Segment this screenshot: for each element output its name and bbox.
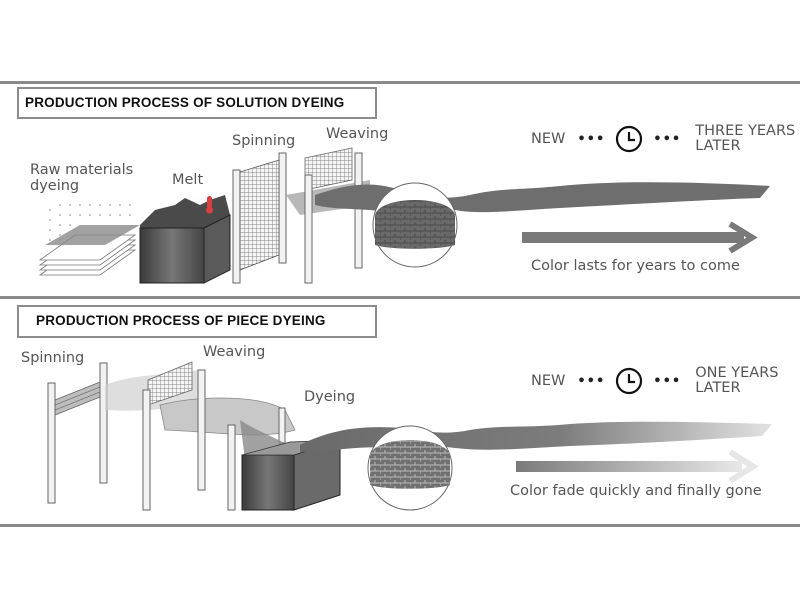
step-label-spinning: Spinning	[232, 133, 296, 149]
timeline-dots: •••	[577, 131, 606, 147]
spinning-frame	[232, 152, 287, 284]
timeline-dots: •••	[577, 373, 606, 389]
timeline-start: NEW	[531, 373, 566, 389]
timeline-piece: NEW ••• ••• ONE YEARS LATER	[531, 366, 778, 396]
timeline-end-line2: LATER	[695, 380, 741, 396]
fabric-magnifier-solution	[372, 182, 458, 268]
raw-materials-sheets	[38, 204, 140, 276]
melt-vat	[139, 195, 231, 284]
step-label-dyeing: Dyeing	[304, 389, 356, 405]
step-label-weaving: Weaving	[326, 126, 389, 142]
timeline-end: THREE YEARS LATER	[695, 124, 795, 154]
middle-divider	[0, 296, 800, 299]
timeline-start: NEW	[531, 131, 566, 147]
clock-icon	[616, 125, 643, 153]
arrow-color-lasts	[522, 221, 758, 254]
fabric-strip-piece	[300, 421, 772, 452]
top-divider	[0, 81, 800, 84]
solution-dyeing-title: PRODUCTION PROCESS OF SOLUTION DYEING	[17, 87, 377, 119]
thermometer-icon	[206, 196, 213, 214]
timeline-solution: NEW ••• ••• THREE YEARS LATER	[531, 124, 795, 154]
step-label-raw-materials: Raw materials dyeing	[30, 162, 134, 194]
result-caption-solution: Color lasts for years to come	[531, 258, 740, 274]
timeline-end-line1: THREE YEARS	[695, 123, 796, 139]
fabric-magnifier-piece	[367, 425, 453, 511]
weaving-loom-piece	[142, 361, 296, 511]
dyeing-vat	[240, 420, 341, 511]
step-label-weaving-piece: Weaving	[203, 344, 266, 360]
bottom-divider	[0, 524, 800, 527]
arrow-color-fades	[516, 449, 759, 484]
spinning-frame-piece	[47, 362, 108, 504]
timeline-end-line2: LATER	[695, 138, 741, 154]
step-label-spinning-piece: Spinning	[21, 350, 85, 366]
clock-icon	[616, 367, 643, 395]
timeline-end-line1: ONE YEARS	[695, 365, 779, 381]
piece-dyeing-title: PRODUCTION PROCESS OF PIECE DYEING	[17, 305, 377, 338]
result-caption-piece: Color fade quickly and finally gone	[510, 483, 762, 499]
timeline-dots: •••	[653, 373, 682, 389]
step-label-melt: Melt	[172, 172, 204, 188]
weaving-loom	[286, 147, 370, 284]
timeline-end: ONE YEARS LATER	[695, 366, 778, 396]
timeline-dots: •••	[653, 131, 682, 147]
